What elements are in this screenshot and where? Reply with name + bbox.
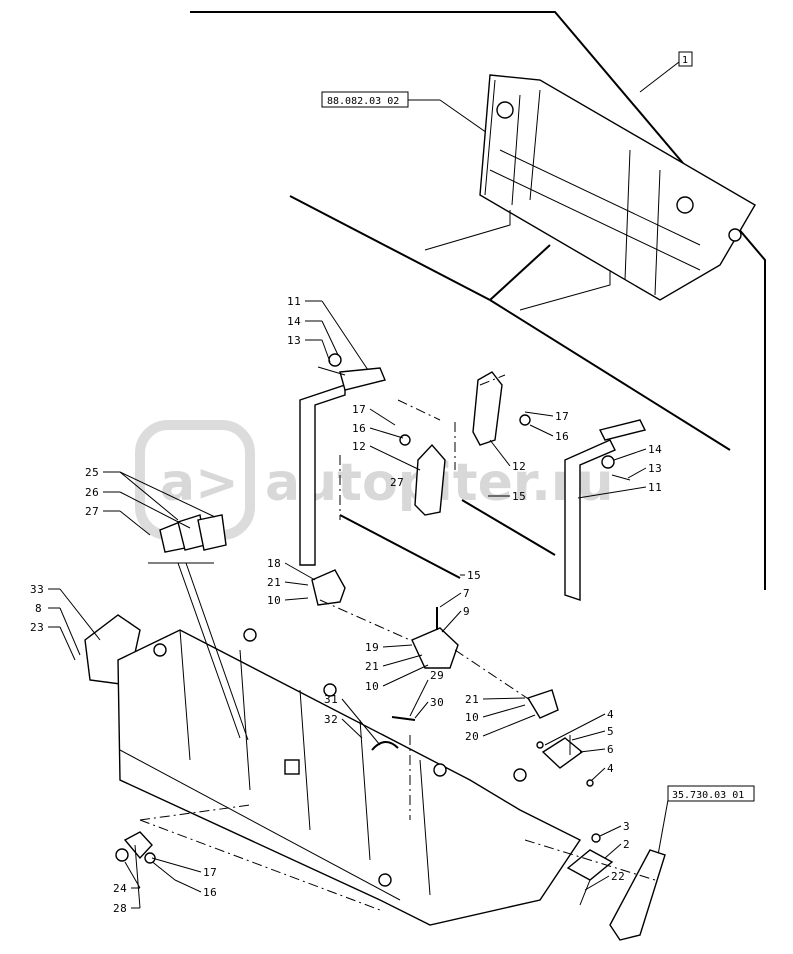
callout-19[interactable]: 19 (365, 641, 379, 654)
callout-15[interactable]: 15 (467, 569, 481, 582)
assembly-lines (139, 374, 656, 911)
svg-text:88.082.03 02: 88.082.03 02 (327, 96, 399, 107)
callout-28[interactable]: 28 (113, 902, 127, 915)
callout-29[interactable]: 29 (430, 669, 444, 682)
ref-box-top[interactable]: 88.082.03 02 (321, 91, 491, 136)
pin-parts-right (536, 735, 594, 787)
hydraulic-cylinder (609, 849, 666, 941)
plate (566, 833, 614, 906)
callout-25[interactable]: 25 (85, 466, 99, 479)
callout-11[interactable]: 11 (287, 295, 301, 308)
callout-20[interactable]: 20 (465, 730, 479, 743)
watermark-logo-letter: a> (160, 453, 239, 513)
link-plates (399, 371, 531, 516)
callout-16[interactable]: 16 (352, 422, 366, 435)
callout-12[interactable]: 12 (352, 440, 366, 453)
callout-10-right[interactable]: 10 (465, 711, 479, 724)
pallet-fork-assembly (424, 74, 756, 311)
callout-5[interactable]: 5 (607, 725, 614, 738)
callout-17-right[interactable]: 17 (555, 410, 569, 423)
leader-pads (148, 562, 249, 741)
callout-2[interactable]: 2 (623, 838, 630, 851)
pin-29 (391, 716, 416, 721)
fork-right (564, 419, 647, 601)
section-line-right (489, 299, 731, 451)
callout-12-right[interactable]: 12 (512, 460, 526, 473)
callout-27[interactable]: 27 (85, 505, 99, 518)
callout-13-right[interactable]: 13 (648, 462, 662, 475)
callout-7[interactable]: 7 (463, 587, 470, 600)
callout-3[interactable]: 3 (623, 820, 630, 833)
clamp (371, 741, 399, 751)
fork-left (299, 353, 386, 566)
bucket (117, 628, 582, 926)
callout-10[interactable]: 10 (267, 594, 281, 607)
pin-assembly-lower (115, 831, 176, 881)
callout-23[interactable]: 23 (30, 621, 44, 634)
callout-21-mid[interactable]: 21 (365, 660, 379, 673)
frame-border-line (190, 11, 766, 590)
callout-4-lower[interactable]: 4 (607, 762, 614, 775)
ref-box-right[interactable]: 35.730.03 01 (657, 785, 755, 856)
callout-4[interactable]: 4 (607, 708, 614, 721)
callout-9[interactable]: 9 (463, 605, 470, 618)
callout-16-right[interactable]: 16 (555, 430, 569, 443)
rods (339, 499, 556, 579)
callout-13[interactable]: 13 (287, 334, 301, 347)
callout-17[interactable]: 17 (352, 403, 366, 416)
section-line-left (289, 195, 491, 301)
callout-14-right[interactable]: 14 (648, 443, 662, 456)
brackets (311, 569, 559, 719)
callout-32[interactable]: 32 (324, 713, 338, 726)
svg-text:35.730.03 01: 35.730.03 01 (672, 790, 744, 801)
ref-box-1[interactable]: 1 (639, 51, 693, 93)
callout-27-center[interactable]: 27 (390, 476, 404, 489)
callout-18[interactable]: 18 (267, 557, 281, 570)
callout-16-lower[interactable]: 16 (203, 886, 217, 899)
callout-14[interactable]: 14 (287, 315, 301, 328)
callout-26[interactable]: 26 (85, 486, 99, 499)
callout-31[interactable]: 31 (324, 693, 338, 706)
callout-21-right[interactable]: 21 (465, 693, 479, 706)
section-line-mid (489, 244, 551, 301)
callouts: 11 14 13 17 16 12 27 17 16 12 15 14 13 1… (30, 295, 662, 915)
callout-17-lower[interactable]: 17 (203, 866, 217, 879)
callout-30[interactable]: 30 (430, 696, 444, 709)
callout-8[interactable]: 8 (35, 602, 42, 615)
svg-text:1: 1 (682, 55, 688, 66)
callout-6[interactable]: 6 (607, 743, 614, 756)
callout-10-mid[interactable]: 10 (365, 680, 379, 693)
callout-15-top[interactable]: 15 (512, 490, 526, 503)
callout-24[interactable]: 24 (113, 882, 127, 895)
callout-21[interactable]: 21 (267, 576, 281, 589)
wear-pads (159, 514, 227, 553)
frame-lines (190, 11, 766, 590)
callout-22[interactable]: 22 (611, 870, 625, 883)
callout-33[interactable]: 33 (30, 583, 44, 596)
callout-11-right[interactable]: 11 (648, 481, 662, 494)
